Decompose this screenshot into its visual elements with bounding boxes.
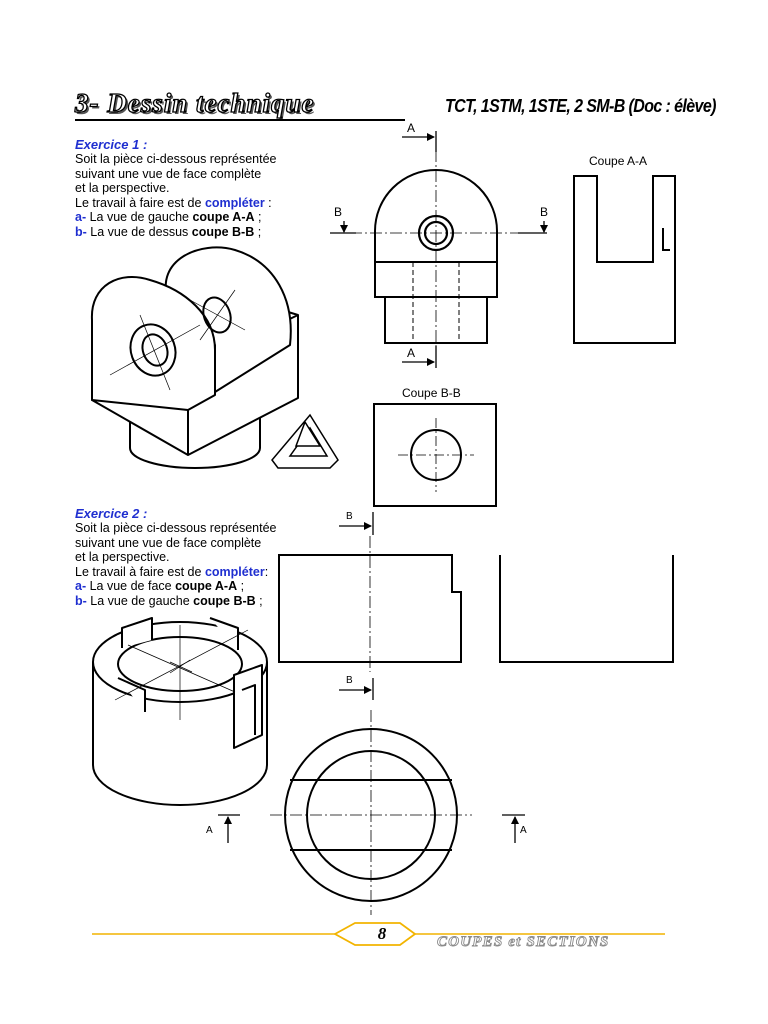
class-levels: TCT, 1STM, 1STE, 2 SM-B (Doc : élève) — [445, 97, 716, 117]
ex2-cutting-plane-a — [218, 814, 525, 843]
chapter-title: COUPES et SECTIONS — [437, 934, 610, 951]
ex1-cutting-plane-a — [402, 131, 437, 368]
exercise1-line: et la perspective. — [75, 181, 170, 195]
title-underline — [75, 119, 405, 121]
ex2-label-a-left: A — [206, 825, 213, 836]
ex1-section-bb-label: Coupe B-B — [402, 386, 461, 400]
ex1-label-b-left: B — [334, 205, 343, 219]
ex1-section-bb — [373, 403, 497, 507]
ex1-perspective — [90, 246, 299, 469]
ex1-section-aa — [573, 175, 676, 344]
ex2-left-view — [499, 555, 674, 663]
exercise1-task: Le travail à faire est de compléter : — [75, 195, 272, 210]
exercise2-block: Exercice 2 : Soit la pièce ci-dessous re… — [75, 506, 277, 608]
ex1-section-aa-label: Coupe A-A — [589, 154, 648, 168]
exercise2-title: Exercice 2 : — [75, 506, 148, 521]
exercise1-line: Soit la pièce ci-dessous représentée — [75, 152, 277, 166]
ex1-front-hidden-lines — [412, 262, 460, 343]
penrose-triangle-icon — [271, 413, 339, 469]
exercise1-line: suivant une vue de face complète — [75, 166, 262, 181]
ex2-label-b-top: B — [346, 511, 353, 522]
exercise2-line: Soit la pièce ci-dessous représentée — [75, 521, 277, 535]
exercise1-item-b: b- La vue de dessus coupe B-B ; — [75, 224, 262, 239]
page-number: 8 — [377, 924, 387, 943]
ex1-label-a-bottom: A — [407, 346, 416, 360]
ex1-label-b-right: B — [540, 205, 549, 219]
ex2-label-b-bottom: B — [346, 675, 353, 686]
ex2-label-a-right: A — [520, 825, 527, 836]
exercise1-title: Exercice 1 : — [75, 137, 148, 152]
ex2-top-centerlines — [270, 710, 472, 915]
exercise1-item-a: a- La vue de gauche coupe A-A ; — [75, 210, 262, 224]
exercise1-block: Exercice 1 : Soit la pièce ci-dessous re… — [75, 137, 277, 239]
ex1-label-a-top: A — [407, 121, 416, 135]
ex1-cutting-plane-b — [330, 221, 548, 234]
ex1-front-centerlines — [330, 150, 540, 355]
page-title: 3- Dessin technique — [74, 87, 315, 118]
exercise2-item-b: b- La vue de gauche coupe B-B ; — [75, 593, 263, 608]
exercise2-line: suivant une vue de face complète — [75, 535, 262, 550]
ex1-perspective-centerlines — [109, 289, 246, 391]
exercise2-line: et la perspective. — [75, 550, 170, 564]
ex2-perspective-centerlines — [114, 625, 249, 720]
footer-rule — [92, 922, 665, 946]
ex2-cutting-plane-b — [339, 512, 374, 700]
exercise2-task: Le travail à faire est de compléter: — [75, 564, 269, 579]
exercise2-item-a: a- La vue de face coupe A-A ; — [75, 579, 245, 593]
